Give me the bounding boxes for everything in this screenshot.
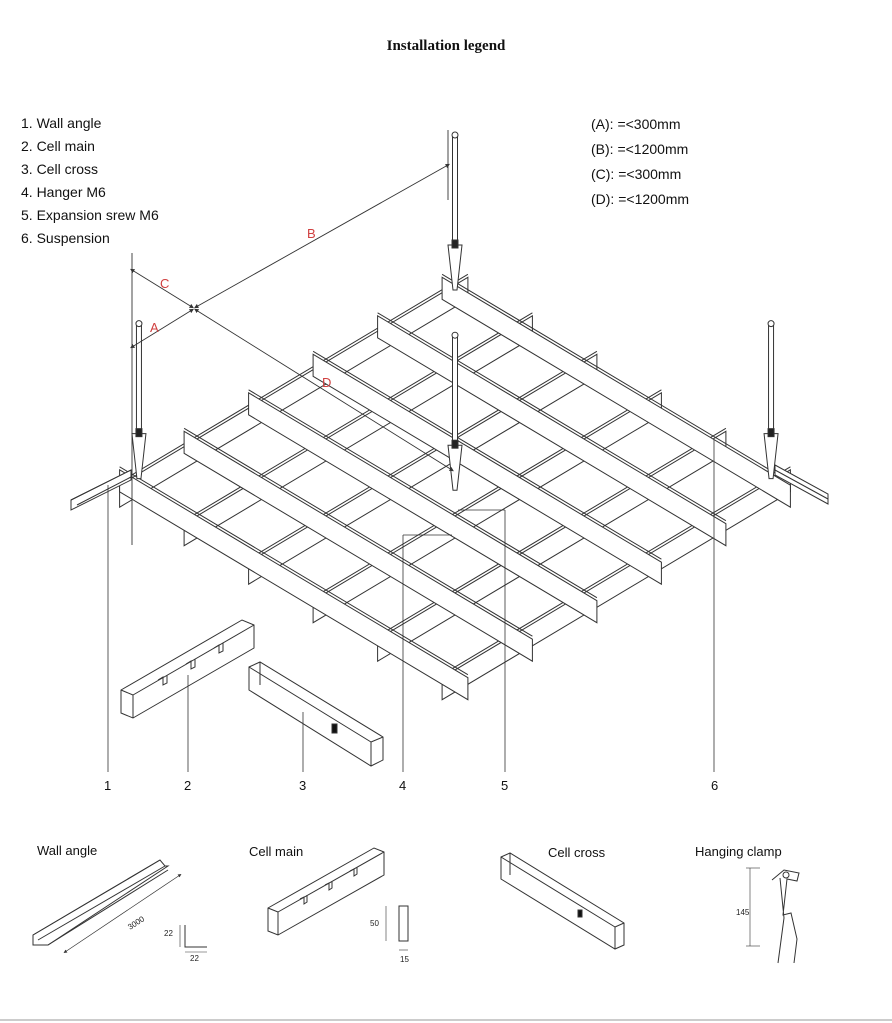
cell-main-piece <box>120 619 255 719</box>
wall-angle-left <box>70 469 132 511</box>
wall-angle-right <box>774 464 829 505</box>
grid-beam-flange <box>119 466 469 676</box>
dimension-item: (D): =<1200mm <box>591 191 690 207</box>
wall-angle-detail <box>32 859 207 953</box>
cell-cross-label: Cell cross <box>548 845 606 860</box>
expansion-screw <box>135 320 143 328</box>
parts-legend: 1. Wall angle 2. Cell main 3. Cell cross… <box>21 112 159 250</box>
dim-letter-a: A <box>150 320 159 335</box>
cell-main-width: 15 <box>400 955 409 964</box>
callout-1: 1 <box>104 778 112 793</box>
callout-6: 6 <box>711 778 719 793</box>
legend-item: 3. Cell cross <box>21 161 99 177</box>
grid-beam-flange <box>119 273 469 483</box>
wall-angle-length: 3000 <box>126 914 146 932</box>
hanging-clamp-detail <box>746 867 800 964</box>
legend-item: 5. Expansion srew M6 <box>21 207 159 223</box>
cell-main-detail <box>267 847 409 951</box>
legend-item: 2. Cell main <box>21 138 95 154</box>
dimension-item: (A): =<300mm <box>591 116 681 132</box>
callout-4: 4 <box>399 778 407 793</box>
diagram-title: Installation legend <box>386 38 506 54</box>
hanger-rods <box>131 131 779 491</box>
legend-item: 6. Suspension <box>21 230 110 246</box>
expansion-screw <box>451 331 459 339</box>
dim-letter-b: B <box>307 226 316 241</box>
hanger-nut <box>451 239 459 249</box>
hanger-nut <box>451 439 459 449</box>
dimension-item: (C): =<300mm <box>591 166 682 182</box>
wall-angle-label: Wall angle <box>37 843 98 858</box>
dim-letter-c: C <box>160 276 169 291</box>
hanger-nut <box>135 428 143 438</box>
hanging-clamp <box>447 444 463 491</box>
dimension-item: (B): =<1200mm <box>591 141 689 157</box>
legend-item: 4. Hanger M6 <box>21 184 106 200</box>
cell-main-label: Cell main <box>249 844 304 859</box>
callout-3: 3 <box>299 778 307 793</box>
wall-angle-height: 22 <box>164 929 173 938</box>
cell-cross-piece <box>248 661 384 767</box>
grid-beam <box>183 430 533 663</box>
expansion-screw <box>451 131 459 139</box>
callout-5: 5 <box>501 778 509 793</box>
cell-main-height: 50 <box>370 919 379 928</box>
dimension-letters: C A B D <box>150 226 331 390</box>
expansion-screw <box>767 320 775 328</box>
callout-2: 2 <box>184 778 192 793</box>
hanger-nut <box>767 428 775 438</box>
dimension-legend: (A): =<300mm (B): =<1200mm (C): =<300mm … <box>591 112 689 212</box>
grid-beam-flange <box>441 273 791 483</box>
wall-angle-width: 22 <box>190 954 199 963</box>
callout-leader-lines <box>107 440 715 772</box>
dimension-lines <box>130 130 454 545</box>
legend-item: 1. Wall angle <box>21 115 102 131</box>
hanging-clamp-label: Hanging clamp <box>695 844 782 859</box>
cell-cross-detail <box>500 852 625 950</box>
clamp-height: 145 <box>736 908 750 917</box>
dim-letter-d: D <box>322 375 331 390</box>
